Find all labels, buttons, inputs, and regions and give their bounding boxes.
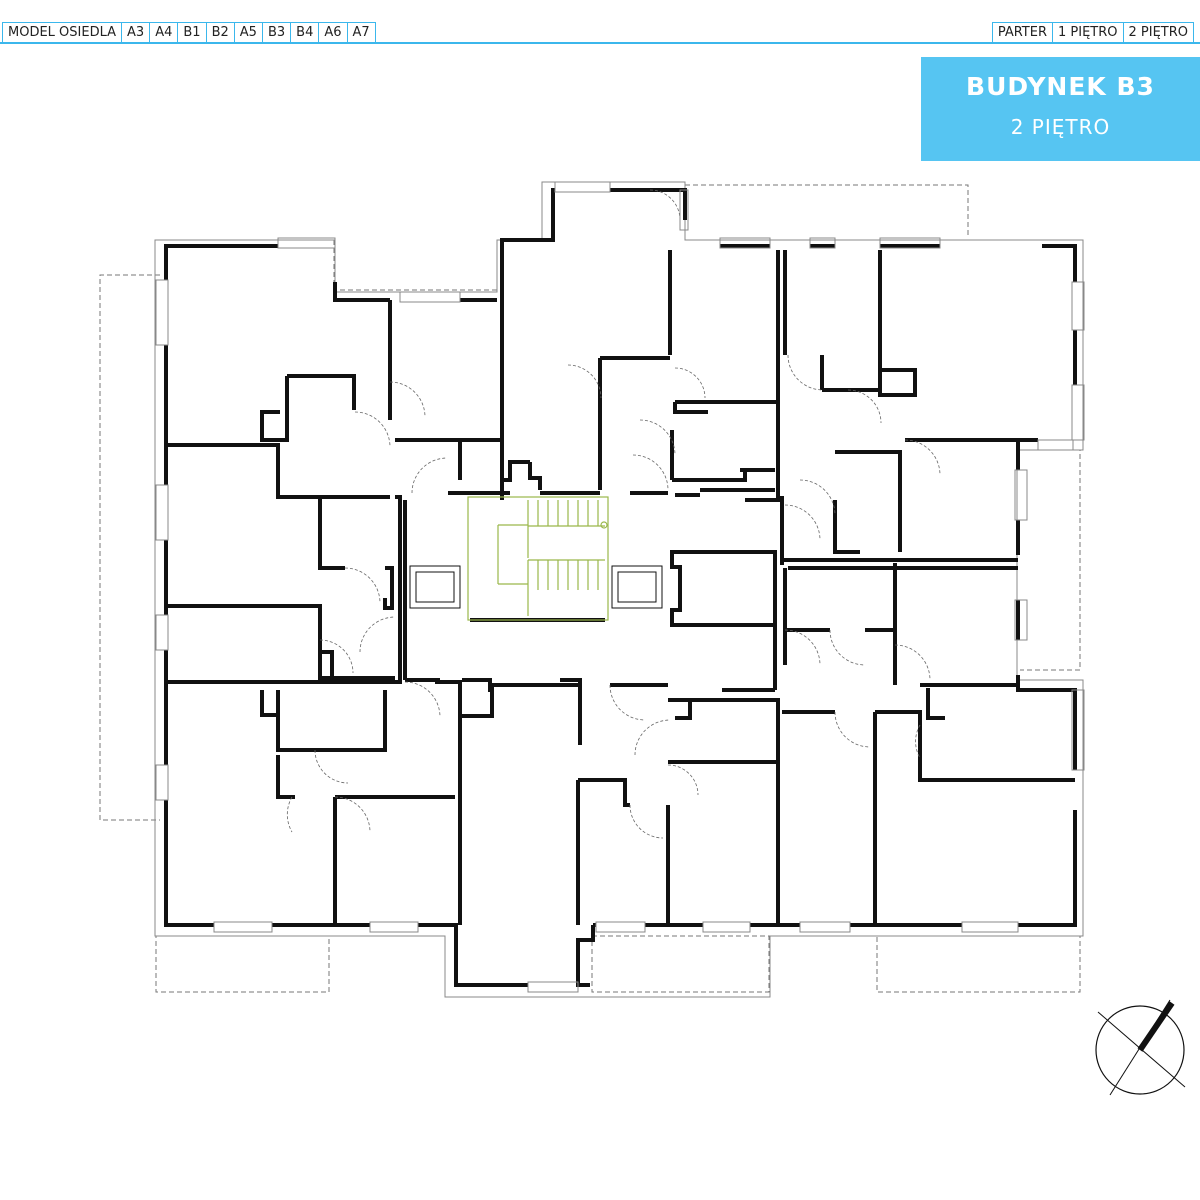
model-nav: MODEL OSIEDLA A3 A4 B1 B2 A5 B3 B4 A6 A7 [2,22,376,43]
elevator-shafts [409,565,663,609]
balcony-outlines [99,181,1081,993]
floor-nav: PARTER 1 PIĘTRO 2 PIĘTRO [991,22,1194,43]
nav-a5[interactable]: A5 [233,22,262,43]
building-envelope [154,181,1084,998]
nav-a7[interactable]: A7 [346,22,376,43]
nav-b3[interactable]: B3 [261,22,291,43]
nav-b1[interactable]: B1 [177,22,206,43]
building-title-box: BUDYNEK B3 2 PIĘTRO [921,57,1200,161]
nav-a4[interactable]: A4 [149,22,178,43]
nav-a6[interactable]: A6 [318,22,347,43]
floor-name: 2 PIĘTRO [1010,115,1111,139]
staircase [467,496,609,621]
door-swings [286,189,941,839]
building-name: BUDYNEK B3 [966,72,1155,101]
header-divider [0,42,1200,44]
nav-b2[interactable]: B2 [205,22,234,43]
nav-floor-1[interactable]: 1 PIĘTRO [1052,22,1123,43]
nav-floor-2[interactable]: 2 PIĘTRO [1122,22,1194,43]
windows [155,181,1085,993]
walls [164,188,1077,987]
north-arrow-compass-icon [1095,999,1186,1096]
